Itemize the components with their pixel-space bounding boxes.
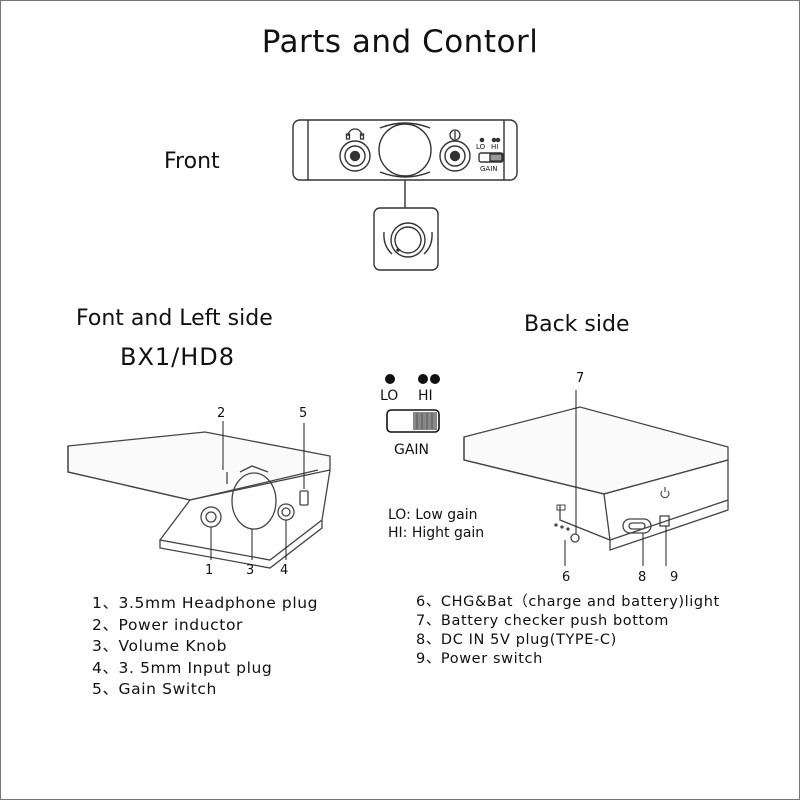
left-device <box>67 431 331 569</box>
headphone-icon <box>345 128 365 140</box>
list-item: 9、Power switch <box>416 651 543 667</box>
list-item: 5、Gain Switch <box>92 680 217 698</box>
knob-zoom <box>373 207 439 271</box>
back-callout-lines <box>564 390 667 566</box>
gain-label: GAIN <box>394 442 430 458</box>
gain-legend-hi: HI: Hight gain <box>388 525 485 541</box>
input-icon <box>449 129 461 141</box>
back-section-label: Back side <box>524 312 630 337</box>
callout-8: 8 <box>638 570 647 585</box>
callout-6: 6 <box>562 570 571 585</box>
front-label: Front <box>164 149 220 174</box>
front-lo-label: LO <box>476 143 486 151</box>
callout-4: 4 <box>280 563 289 578</box>
list-item: 2、Power inductor <box>92 615 243 634</box>
parts-list-right: 6、CHG&Bat（charge and battery)light 7、Bat… <box>416 593 720 669</box>
list-item: 4、3. 5mm Input plug <box>92 658 273 677</box>
battery-icon <box>556 504 566 511</box>
callout-9: 9 <box>670 570 679 585</box>
model-label: BX1/HD8 <box>120 343 236 371</box>
parts-list-left: 1、3.5mm Headphone plug 2、Power inductor … <box>92 593 318 701</box>
callout-7: 7 <box>576 371 585 386</box>
front-hi-label: HI <box>491 143 499 151</box>
list-item: 7、Battery checker push bottom <box>416 613 670 629</box>
list-item: 6、CHG&Bat（charge and battery)light <box>416 594 720 610</box>
callout-5: 5 <box>299 406 308 421</box>
gain-legend-lo: LO: Low gain <box>388 507 478 523</box>
back-device <box>463 406 729 551</box>
gain-switch-diagram <box>385 374 440 433</box>
callout-2: 2 <box>217 406 226 421</box>
gain-hi-label: HI <box>418 388 433 404</box>
callout-1: 1 <box>205 563 214 578</box>
list-item: 8、DC IN 5V plug(TYPE-C) <box>416 632 617 648</box>
list-item: 1、3.5mm Headphone plug <box>92 594 319 612</box>
page-title: Parts and Contorl <box>261 24 539 60</box>
left-callout-lines <box>210 421 305 560</box>
power-icon <box>660 487 670 499</box>
front-gain-label: GAIN <box>480 165 498 173</box>
gain-lo-label: LO <box>380 388 399 404</box>
list-item: 3、Volume Knob <box>92 637 228 655</box>
callout-3: 3 <box>246 563 255 578</box>
left-section-label: Font and Left side <box>76 306 273 331</box>
